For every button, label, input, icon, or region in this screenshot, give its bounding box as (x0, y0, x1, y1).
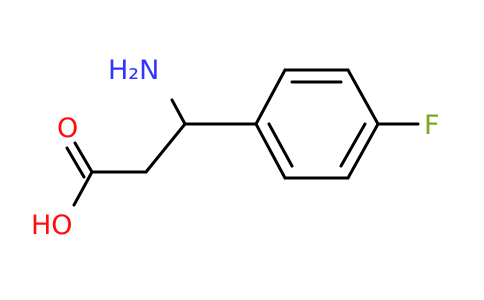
bonds (65, 68, 420, 207)
bond-calpha-methylene (144, 122, 187, 174)
hydroxyl-label: HO (31, 210, 73, 241)
bond-calpha-nitrogen (170, 98, 187, 126)
bond-carbonyl-oxygen-b (65, 146, 86, 179)
ring-bond-6 (254, 122, 287, 180)
ring-bond-3 (346, 68, 380, 126)
fluorine-label: F (424, 110, 440, 141)
ring-bond-4 (346, 122, 380, 180)
bond-carbonyl-hydroxyl (72, 170, 94, 207)
ring-inner-bond-lower-left (267, 122, 294, 168)
bond-carbonyl-oxygen-a (73, 141, 94, 174)
carbonyl-oxygen-label: O (57, 113, 78, 144)
ring-bond-1 (254, 68, 287, 126)
amine-label: H₂N (108, 55, 159, 86)
ring-inner-bond-lower-right (339, 122, 367, 168)
atom-labels: H₂N O HO F (31, 55, 440, 241)
